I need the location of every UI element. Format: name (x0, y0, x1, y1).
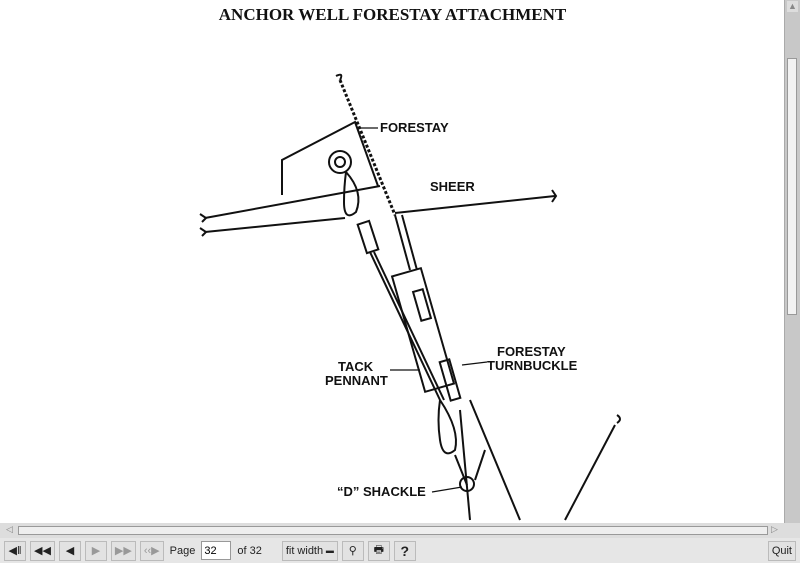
first-page-button[interactable]: ◀‖ (4, 540, 26, 561)
next-page-button[interactable]: ▶ (84, 540, 107, 561)
document-view: ANCHOR WELL FORESTAY ATTACHMENT FORESTAY… (0, 0, 785, 523)
horizontal-scrollbar[interactable]: ◁ ▷ (0, 523, 800, 538)
scroll-left-icon[interactable]: ◁ (6, 524, 13, 534)
forestay-diagram (199, 73, 621, 521)
right-arrow-icon: ▶ (91, 545, 101, 557)
left-arrow-icon: ◀ (65, 545, 75, 557)
page-title: ANCHOR WELL FORESTAY ATTACHMENT (218, 5, 567, 24)
first-page-icon: ◀‖ (8, 545, 22, 557)
double-right-icon: ▶▶ (114, 545, 132, 557)
label-forestay-turnbuckle-2: TURNBUCKLE (487, 358, 578, 373)
printer-icon: 🖶 (373, 544, 384, 556)
page-number-input[interactable] (201, 541, 232, 560)
help-button[interactable]: ? (393, 540, 416, 561)
double-left-icon: ◀◀ (34, 545, 51, 557)
binoculars-icon: ⚲ (348, 545, 357, 557)
zoom-select[interactable]: fit width▬ (281, 540, 338, 561)
label-pennant: PENNANT (325, 373, 388, 388)
label-tack: TACK (338, 359, 374, 374)
label-d-shackle: “D” SHACKLE (337, 484, 426, 499)
scroll-up-icon[interactable]: ▲ (787, 1, 798, 12)
scroll-right-icon[interactable]: ▷ (771, 524, 778, 534)
help-label: ? (400, 542, 410, 559)
zoom-select-value: fit width (285, 544, 324, 557)
quit-label: Quit (771, 544, 792, 557)
forward-history-button[interactable]: ‹‹▶ (139, 540, 164, 561)
find-button[interactable]: ⚲ (341, 540, 364, 561)
page-label: Page (169, 544, 196, 557)
back-10-pages-button[interactable]: ◀◀ (30, 540, 55, 561)
print-button[interactable]: 🖶 (367, 540, 390, 561)
forward-10-pages-button[interactable]: ▶▶ (110, 540, 136, 561)
previous-page-button[interactable]: ◀ (58, 540, 81, 561)
label-forestay-turnbuckle-1: FORESTAY (497, 344, 566, 359)
dropdown-icon: ▬ (325, 546, 334, 555)
vertical-scroll-thumb[interactable] (787, 58, 797, 315)
horizontal-scroll-thumb[interactable] (18, 526, 768, 535)
label-sheer: SHEER (430, 179, 475, 194)
vertical-scrollbar[interactable]: ▲ (785, 0, 800, 523)
forward-history-icon: ‹‹▶ (143, 545, 160, 557)
page-count: of 32 (237, 544, 262, 557)
toolbar: ◀‖ ◀◀ ◀ ▶ ▶▶ ‹‹▶ Page of 32 fit width▬ ⚲… (0, 538, 800, 563)
label-forestay: FORESTAY (380, 120, 449, 135)
quit-button[interactable]: Quit (767, 540, 796, 561)
